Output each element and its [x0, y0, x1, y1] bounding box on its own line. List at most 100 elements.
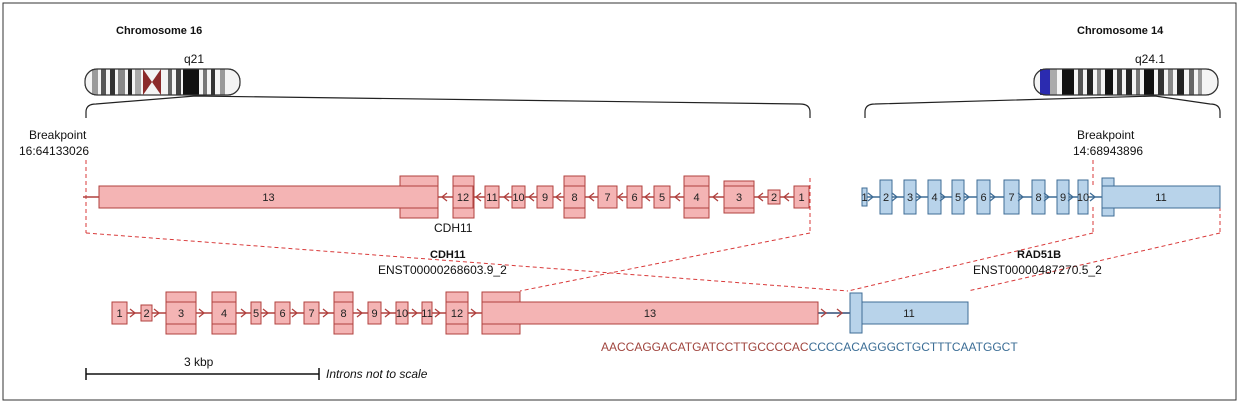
rad51b-exon-11 — [1101, 185, 1221, 209]
cdh11-exon-6 — [626, 185, 643, 209]
fusion-cdh11-exon-label: 11 — [421, 308, 432, 320]
fusion-cdh11-exon-2 — [140, 304, 153, 322]
cdh11-exon-13 — [98, 185, 439, 209]
fusion-cdh11-exon-label: 5 — [253, 308, 259, 320]
fusion-cdh11-exon-label: 2 — [143, 308, 149, 320]
fusion-strand-arrow — [836, 308, 844, 318]
rad51b-exon-label: 5 — [955, 192, 961, 204]
rad51b-strand-arrow — [867, 192, 875, 202]
fusion-cdh11-exon-label: 6 — [279, 308, 285, 320]
rad51b-exon-label: 6 — [980, 192, 986, 204]
fusion-cdh11-exon-3 — [165, 301, 197, 325]
scale-bar-label: 3 kbp — [184, 355, 214, 369]
chromosome-14-ideogram — [1033, 68, 1219, 96]
cdh11-exon-label: 12 — [457, 192, 469, 204]
chromosome-14-band: q24.1 — [1135, 52, 1165, 66]
rad51b-strand-arrow — [891, 192, 899, 202]
rad51b-strand-arrow — [1067, 192, 1075, 202]
fusion-cdh11-exon-1 — [111, 301, 128, 325]
fusion-strand-arrow — [153, 308, 161, 318]
fusion-cdh11-exon-6 — [274, 301, 291, 325]
rad51b-exon-label: 11 — [1155, 192, 1166, 204]
fusion-cdh11-exon-label: 4 — [221, 308, 227, 320]
breakpoint-right-label: Breakpoint — [1077, 128, 1135, 142]
cdh11-exon-8 — [563, 185, 586, 209]
cdh11-exon-label: 9 — [542, 192, 548, 204]
junction-sequence: AACCAGGACATGATCCTTGCCCCACCCCCACAGGGCTGCT… — [601, 340, 1018, 354]
fusion-cdh11-exon-10 — [395, 301, 409, 325]
introns-note: Introns not to scale — [326, 367, 428, 381]
fusion-gene2-name: RAD51B — [1017, 249, 1061, 261]
fusion-cdh11-exon-label: 12 — [451, 308, 463, 320]
cdh11-exon-3 — [723, 185, 755, 209]
fusion-cdh11-exon-11 — [421, 301, 433, 325]
zoom-bracket-right — [864, 95, 1221, 118]
cdh11-exon-label: 11 — [486, 192, 497, 204]
rad51b-exon-3 — [903, 179, 917, 215]
fusion-strand-arrow — [240, 308, 248, 318]
fusion-cdh11-exon-4 — [211, 301, 237, 325]
rad51b-exon-4 — [927, 179, 942, 215]
rad51b-exon-label: 10 — [1077, 192, 1089, 204]
fusion-strand-arrow — [411, 308, 419, 318]
cdh11-strand-arrow — [711, 192, 719, 202]
cdh11-exon-5 — [653, 185, 671, 209]
fusion-rad51b-exon-label: 11 — [903, 308, 914, 320]
cdh11-strand-arrow — [502, 192, 510, 202]
cdh11-exon-2 — [767, 189, 781, 205]
fusion-strand-arrow — [434, 308, 442, 318]
rad51b-exon-7 — [1003, 179, 1020, 215]
fusion-strand-arrow — [384, 308, 392, 318]
fusion-gene1-name: CDH11 — [430, 249, 465, 261]
cdh11-exon-label: 13 — [262, 192, 274, 204]
fusion-cdh11-exon-label: 13 — [644, 308, 656, 320]
cdh11-exon-10 — [511, 185, 526, 209]
rad51b-strand-arrow — [915, 192, 923, 202]
cdh11-exon-label: 8 — [571, 192, 577, 204]
rad51b-exon-label: 8 — [1035, 192, 1041, 204]
cdh11-strand-arrow — [527, 192, 535, 202]
rad51b-strand-arrow — [1017, 192, 1025, 202]
rad51b-exon-10 — [1077, 179, 1089, 215]
fusion-cdh11-exon-13 — [481, 301, 819, 325]
fusion-strand-arrow — [322, 308, 330, 318]
cdh11-exon-label: 2 — [771, 192, 777, 204]
rad51b-exon-9 — [1056, 179, 1070, 215]
rad51b-strand-arrow — [1089, 192, 1097, 202]
cdh11-exon-4 — [683, 185, 710, 209]
fusion-cdh11-exon-5 — [250, 301, 262, 325]
rad51b-exon-label: 2 — [883, 192, 889, 204]
chromosome-14-title: Chromosome 14 — [1077, 25, 1164, 37]
rad51b-exon-5 — [951, 179, 965, 215]
fusion-cdh11-exon-label: 8 — [340, 308, 346, 320]
cdh11-exon-label: 7 — [604, 192, 610, 204]
cdh11-exon-label: 3 — [736, 192, 742, 204]
scale-bar — [85, 368, 320, 380]
cdh11-strand-arrow — [474, 192, 482, 202]
fusion-strand-arrow — [198, 308, 206, 318]
fusion-cdh11-exon-7 — [303, 301, 320, 325]
rad51b-exon-1 — [861, 187, 868, 207]
fusion-strand-arrow — [129, 308, 137, 318]
cdh11-strand-arrow — [587, 192, 595, 202]
rad51b-strand-arrow — [989, 192, 997, 202]
cdh11-exon-1 — [793, 185, 810, 209]
chromosome-16-title: Chromosome 16 — [116, 25, 202, 37]
cdh11-exon-label: 6 — [631, 192, 637, 204]
cdh11-strand-arrow — [616, 192, 624, 202]
breakpoint-left-label: Breakpoint — [29, 128, 87, 142]
rad51b-exon-2 — [879, 179, 893, 215]
breakpoint-left-position: 16:64133026 — [19, 144, 89, 158]
junction-sequence-rad51b: CCCCACAGGGCTGCTTTCAATGGCT — [809, 340, 1019, 354]
fusion-rad51b-exon-11-cds — [849, 292, 863, 334]
rad51b-exon-8 — [1031, 179, 1046, 215]
rad51b-exon-label: 7 — [1008, 192, 1014, 204]
fusion-strand-arrow — [820, 308, 828, 318]
cdh11-strand-arrow — [643, 192, 651, 202]
fusion-cdh11-exon-label: 3 — [178, 308, 184, 320]
